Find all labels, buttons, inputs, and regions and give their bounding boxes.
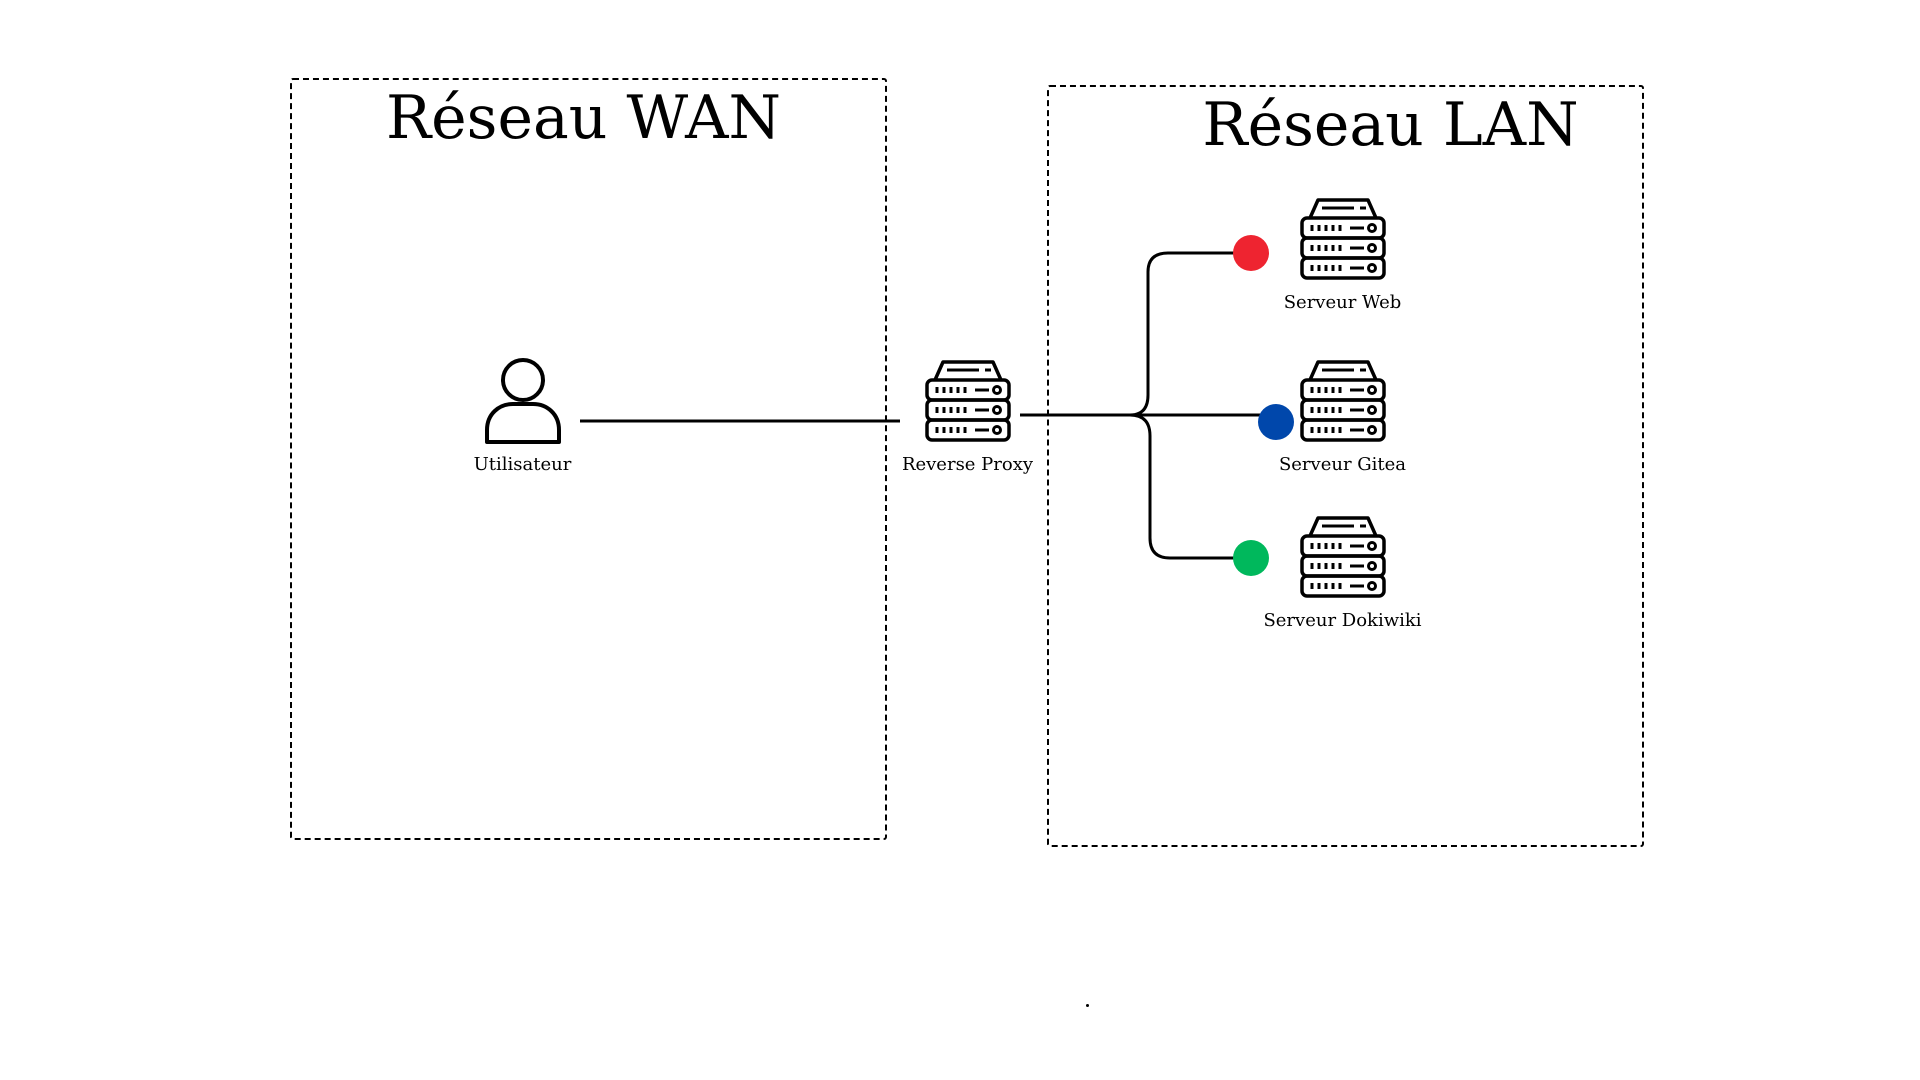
reverse-proxy-label: Reverse Proxy <box>901 454 1034 475</box>
user-node: Utilisateur <box>460 356 585 476</box>
lan-zone-title: Réseau LAN <box>1202 90 1579 160</box>
wan-zone: Réseau WAN <box>290 78 887 840</box>
server-icon <box>924 360 1011 442</box>
web-server-node: Serveur Web <box>1270 196 1415 314</box>
proxy-to-wiki-line <box>1129 413 1240 560</box>
user-label: Utilisateur <box>473 454 572 475</box>
user-icon <box>484 358 561 444</box>
proxy-to-web-line <box>1129 251 1240 417</box>
reverse-proxy-node: Reverse Proxy <box>895 358 1040 476</box>
web-server-label: Serveur Web <box>1283 292 1402 313</box>
web-status-dot <box>1233 235 1269 271</box>
gitea-status-dot <box>1258 404 1294 440</box>
dokiwiki-status-dot <box>1233 540 1269 576</box>
dokiwiki-server-label: Serveur Dokiwiki <box>1263 610 1422 631</box>
server-icon <box>1299 360 1386 442</box>
lan-zone: Réseau LAN <box>1047 85 1644 847</box>
gitea-server-node: Serveur Gitea <box>1270 358 1415 476</box>
server-icon <box>1299 516 1386 598</box>
gitea-server-label: Serveur Gitea <box>1278 454 1407 475</box>
server-icon <box>1299 198 1386 280</box>
stray-dot <box>1086 1004 1089 1007</box>
wan-zone-title: Réseau WAN <box>386 83 781 153</box>
dokiwiki-server-node: Serveur Dokiwiki <box>1250 514 1435 632</box>
